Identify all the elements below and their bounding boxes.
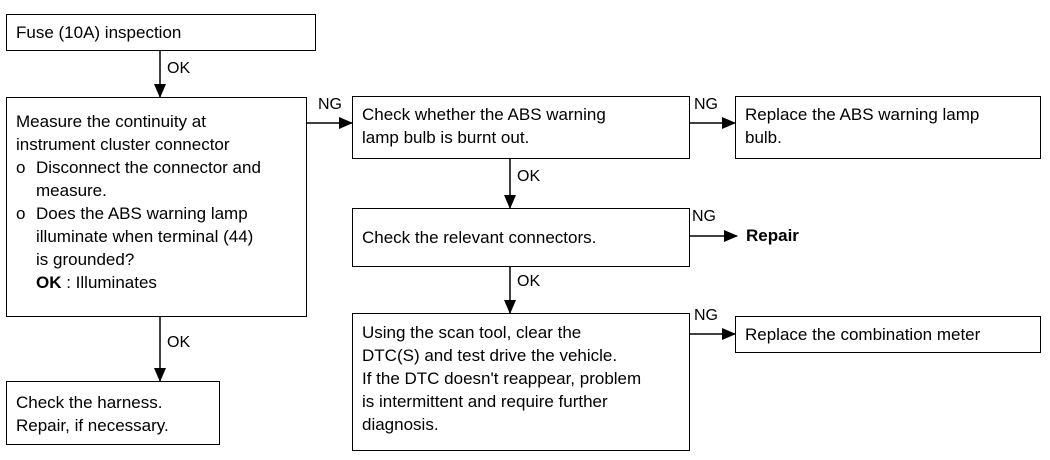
measure-bullet-disconnect: o Disconnect the connector and measure. <box>16 156 297 202</box>
result-value: : Illuminates <box>61 273 157 292</box>
measure-result: OK : Illuminates <box>16 271 297 294</box>
replace-meter-box: Replace the combination meter <box>735 316 1041 353</box>
bullet-illuminate-line-3: is grounded? <box>36 250 135 269</box>
bullet-illuminate-line-2: illuminate when terminal (44) <box>36 227 254 246</box>
scan-tool-line-2: DTC(S) and test drive the vehicle. <box>362 346 618 365</box>
edge-label-connectors-ng: NG <box>692 208 716 225</box>
harness-line-1: Check the harness. <box>16 393 163 412</box>
replace-bulb-line-1: Replace the ABS warning lamp <box>745 105 980 124</box>
edge-label-scan-ng: NG <box>694 307 718 324</box>
bullet-disconnect-line-1: Disconnect the connector and <box>36 158 261 177</box>
check-connectors-box: Check the relevant connectors. <box>352 208 690 267</box>
replace-bulb-box: Replace the ABS warning lamp bulb. <box>735 96 1041 159</box>
edge-label-connectors-ok: OK <box>517 273 541 290</box>
scan-tool-line-4: is intermittent and require further <box>362 392 608 411</box>
check-harness-box: Check the harness. Repair, if necessary. <box>6 381 220 445</box>
edge-label-measure-ng: NG <box>318 96 342 113</box>
scan-tool-line-1: Using the scan tool, clear the <box>362 323 582 342</box>
scan-tool-line-5: diagnosis. <box>362 415 439 434</box>
edge-label-bulb-ng: NG <box>694 96 718 113</box>
scan-tool-line-3: If the DTC doesn't reappear, problem <box>362 369 642 388</box>
bulb-check-box: Check whether the ABS warning lamp bulb … <box>352 96 690 159</box>
repair-label: Repair <box>746 226 799 245</box>
edge-label-fuse-ok: OK <box>167 60 191 77</box>
measure-continuity-box: Measure the continuity at instrument clu… <box>6 97 307 317</box>
replace-meter-text: Replace the combination meter <box>745 325 981 344</box>
edge-label-bulb-ok: OK <box>517 168 541 185</box>
harness-line-2: Repair, if necessary. <box>16 416 169 435</box>
fuse-inspection-box: Fuse (10A) inspection <box>6 14 316 51</box>
replace-bulb-line-2: bulb. <box>745 128 782 147</box>
bulb-check-line-2: lamp bulb is burnt out. <box>362 128 530 147</box>
measure-line-1: Measure the continuity at <box>16 112 206 131</box>
measure-bullet-illuminate: o Does the ABS warning lamp illuminate w… <box>16 202 297 271</box>
scan-tool-box: Using the scan tool, clear the DTC(S) an… <box>352 313 690 451</box>
fuse-inspection-text: Fuse (10A) inspection <box>16 23 182 42</box>
bulb-check-line-1: Check whether the ABS warning <box>362 105 606 124</box>
connectors-text: Check the relevant connectors. <box>362 228 597 247</box>
result-key: OK <box>36 273 62 292</box>
measure-line-2: instrument cluster connector <box>16 135 230 154</box>
bullet-mark: o <box>16 158 26 177</box>
bullet-illuminate-line-1: Does the ABS warning lamp <box>36 204 248 223</box>
bullet-mark: o <box>16 204 26 223</box>
edge-label-measure-ok: OK <box>167 334 191 351</box>
bullet-disconnect-line-2: measure. <box>36 181 107 200</box>
